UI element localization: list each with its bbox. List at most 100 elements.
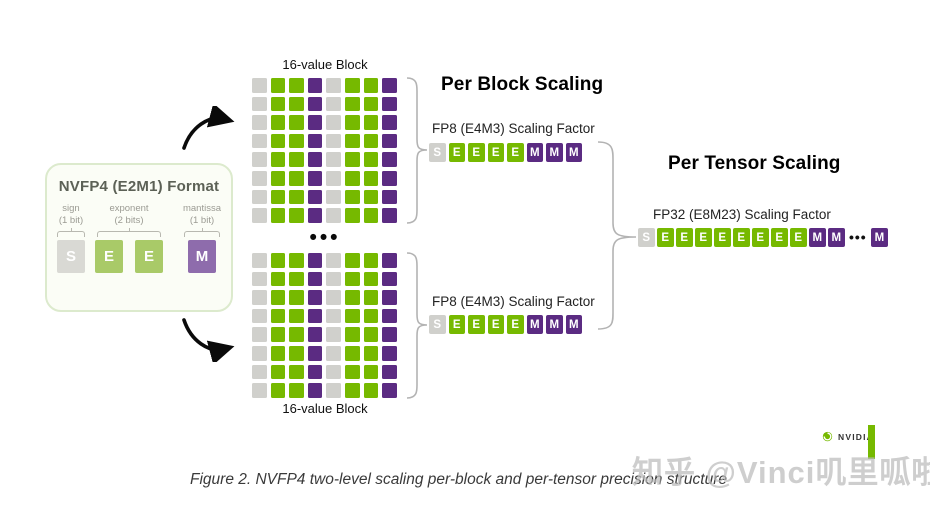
- grid-cell-s: [326, 189, 341, 205]
- grid-cell-m: [382, 170, 397, 186]
- grid-cell-e: [270, 208, 286, 223]
- grid-cell-e: [270, 290, 286, 305]
- field-sign-bits: (1 bit): [58, 215, 84, 227]
- field-mantissa-boxes: M: [187, 239, 216, 273]
- grid-cell-e: [289, 290, 304, 305]
- grid-ellipsis-dots: •••: [309, 226, 341, 249]
- field-mantissa-brace: [183, 227, 221, 237]
- grid-cell-e: [363, 152, 379, 167]
- grid-cell-m: [307, 78, 323, 93]
- bit-box-m: M: [526, 315, 543, 334]
- grid-cell-s: [326, 290, 341, 305]
- grid-cell-m: [307, 115, 323, 130]
- grid-cell-m: [382, 383, 397, 398]
- grid-cell-s: [326, 152, 341, 167]
- nvfp4-format-card: NVFP4 (E2M1) Format sign (1 bit) S expon…: [45, 163, 233, 312]
- grid-cell-e: [344, 253, 360, 268]
- bit-box-e: E: [448, 315, 465, 334]
- grid-cell-s: [252, 78, 267, 93]
- block-label-top: 16-value Block: [282, 57, 368, 72]
- field-exponent-name: exponent: [109, 203, 149, 214]
- grid-cell-e: [344, 327, 360, 342]
- bit-box-e: E: [657, 228, 674, 247]
- grid-cell-e: [289, 383, 304, 398]
- grid-cell-m: [307, 327, 323, 342]
- field-mantissa-name: mantissa: [182, 203, 221, 214]
- watermark-text: 知乎 @Vinci叽里呱啦: [632, 455, 930, 490]
- grid-cell-e: [363, 170, 379, 186]
- field-sign-boxes: S: [56, 239, 85, 273]
- grid-cell-s: [252, 96, 267, 112]
- grid-cell-e: [363, 308, 379, 324]
- bit-box-e: E: [752, 228, 769, 247]
- grid-cell-s: [252, 170, 267, 186]
- grid-cell-s: [252, 253, 267, 268]
- bit-box-m: M: [546, 315, 563, 334]
- grid-cell-m: [382, 96, 397, 112]
- grid-cell-e: [289, 308, 304, 324]
- grid-cell-s: [326, 253, 341, 268]
- fp8-factor-label-bottom: FP8 (E4M3) Scaling Factor: [432, 294, 595, 309]
- bit-box-m: M: [526, 143, 543, 162]
- per-tensor-scaling-title: Per Tensor Scaling: [668, 153, 841, 174]
- grid-cell-s: [252, 133, 267, 149]
- brace-per-tensor-icon: [597, 141, 637, 330]
- field-sign-brace: [57, 227, 85, 237]
- grid-cell-e: [289, 208, 304, 223]
- nvidia-green-bar: [868, 425, 875, 459]
- brace-bottom-grid-icon: [406, 252, 428, 399]
- grid-cell-m: [307, 345, 323, 361]
- grid-cell-m: [307, 383, 323, 398]
- grid-cell-m: [307, 308, 323, 324]
- field-exponent-bits: (2 bits): [114, 215, 144, 227]
- grid-cell-e: [270, 327, 286, 342]
- grid-cell-e: [289, 345, 304, 361]
- grid-cell-s: [326, 115, 341, 130]
- grid-cell-e: [270, 345, 286, 361]
- grid-cell-e: [363, 383, 379, 398]
- grid-cell-m: [382, 152, 397, 167]
- grid-cell-e: [270, 271, 286, 287]
- grid-cell-e: [363, 78, 379, 93]
- grid-cell-s: [252, 364, 267, 380]
- bit-box-e: E: [134, 239, 163, 273]
- bit-box-m: M: [871, 228, 888, 247]
- grid-cell-e: [289, 271, 304, 287]
- grid-cell-m: [382, 308, 397, 324]
- bit-box-e: E: [733, 228, 750, 247]
- grid-cell-m: [307, 133, 323, 149]
- grid-cell-e: [289, 96, 304, 112]
- grid-cell-e: [344, 189, 360, 205]
- bit-box-e: E: [487, 143, 504, 162]
- grid-cell-s: [326, 78, 341, 93]
- curved-arrow-up-icon: [182, 106, 235, 150]
- grid-cell-m: [307, 364, 323, 380]
- grid-cell-s: [252, 308, 267, 324]
- field-mantissa-bits: (1 bit): [189, 215, 215, 227]
- grid-cell-e: [363, 327, 379, 342]
- grid-cell-e: [289, 170, 304, 186]
- grid-cell-e: [289, 115, 304, 130]
- grid-cell-e: [289, 189, 304, 205]
- grid-cell-m: [307, 189, 323, 205]
- grid-cell-m: [307, 271, 323, 287]
- nvidia-logo: NVIDIA: [820, 431, 874, 442]
- grid-cell-s: [326, 364, 341, 380]
- grid-cell-s: [252, 152, 267, 167]
- bit-box-e: E: [771, 228, 788, 247]
- bit-box-e: E: [468, 315, 485, 334]
- bit-box-m: M: [565, 143, 582, 162]
- grid-cell-e: [363, 133, 379, 149]
- grid-cell-s: [252, 208, 267, 223]
- field-sign-name: sign: [62, 203, 80, 214]
- grid-cell-e: [363, 115, 379, 130]
- grid-cell-e: [270, 308, 286, 324]
- grid-cell-e: [344, 364, 360, 380]
- brace-top-grid-icon: [406, 77, 428, 224]
- grid-cell-e: [344, 96, 360, 112]
- grid-cell-e: [270, 253, 286, 268]
- grid-cell-s: [326, 271, 341, 287]
- grid-cell-e: [344, 115, 360, 130]
